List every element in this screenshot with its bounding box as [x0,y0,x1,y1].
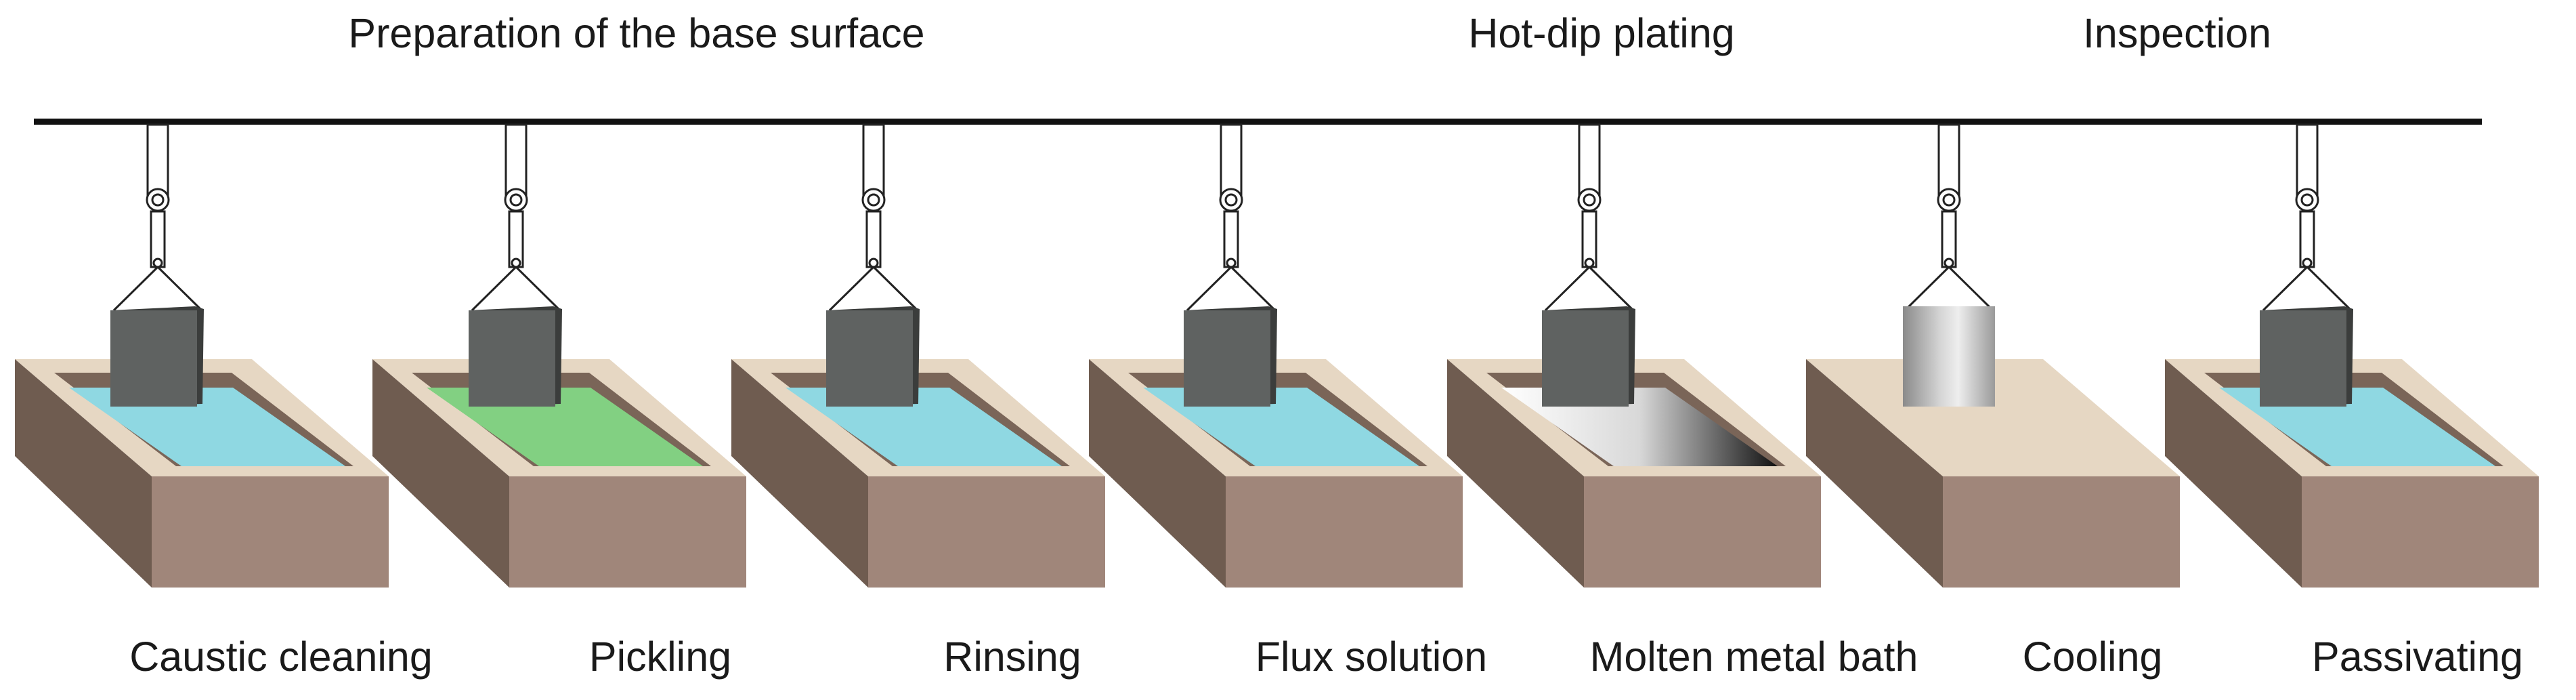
liquid-surface [69,388,345,466]
step-label-pickling: Pickling [589,634,731,680]
tank-front [152,476,389,588]
hanger-ring-inner [867,193,880,207]
hanger-ring-inner [1583,193,1596,207]
station-flux [1089,123,1463,588]
overhead-rail [34,119,2482,125]
workpiece-body [110,310,197,407]
hanger-cooling [1904,123,1994,312]
process-stations [15,123,2539,588]
workpiece-body [2260,310,2346,407]
phase-preparation-label: Preparation of the base surface [348,10,924,56]
workpiece-body [469,310,555,407]
hanger-ring-inner [2300,193,2314,207]
tank-side [731,359,868,588]
hanger-wire-left [2262,266,2309,312]
hanger-wire-right [156,266,203,312]
station-pickling [372,123,746,588]
hanger-rod-upper [862,123,885,197]
step-label-caustic: Caustic cleaning [129,634,433,680]
workpiece-galvanized-body [1903,306,1995,407]
hanger-pivot [868,258,879,268]
hanger-caustic [112,123,203,312]
station-cooling [1806,123,2180,588]
hanger-rod-upper [1937,123,1960,197]
tank-front [2302,476,2539,588]
hanger-pickling [471,123,561,312]
hanger-rod-upper [146,123,169,197]
hanger-wire-right [1588,266,1635,312]
hanger-wire-right [872,266,919,312]
hanger-pivot [511,258,521,268]
phase-inspection-label: Inspection [2083,10,2271,56]
workpiece-rinsing [826,306,920,407]
hanger-rod-upper [1220,123,1243,197]
tank-front [868,476,1105,588]
workpiece-body [826,310,913,407]
hanger-molten [1544,123,1635,312]
tank-front [1584,476,1821,588]
workpiece-body [1184,310,1270,407]
step-label-molten: Molten metal bath [1590,634,1918,680]
hanger-ring-inner [1942,193,1956,207]
tank-front [1226,476,1463,588]
liquid-surface [2219,388,2495,466]
liquid-surface [786,388,1062,466]
hanger-wire-left [1186,266,1232,312]
workpiece-cooling [1903,306,1995,407]
hanger-pivot [1226,258,1237,268]
station-molten [1447,123,1821,588]
hanger-wire-left [828,266,875,312]
hanger-wire-left [1904,266,1950,312]
hanger-wire-right [2306,266,2353,312]
phase-hotdip-label: Hot-dip plating [1468,10,1734,56]
hanger-rod-upper [505,123,528,197]
step-label-passivating: Passivating [2312,634,2523,680]
tank-side [15,359,152,588]
hanger-passivating [2262,123,2353,312]
tank-side [2165,359,2302,588]
station-caustic [15,123,389,588]
hanger-ring-inner [151,193,165,207]
hanger-pivot [2302,258,2313,268]
step-label-cooling: Cooling [2023,634,2163,680]
workpiece-flux [1184,306,1277,407]
hanger-pivot [152,258,163,268]
liquid-surface [1143,388,1419,466]
hanger-ring-inner [1224,193,1238,207]
workpiece-passivating [2260,306,2353,407]
tank-rim [1806,359,2180,476]
hanger-wire-right [515,266,561,312]
hanger-wire-right [1230,266,1276,312]
molten-metal-surface [1501,388,1778,466]
hanger-pivot [1944,258,1954,268]
station-rinsing [731,123,1105,588]
station-passivating [2165,123,2539,588]
workpiece-caustic [110,306,204,407]
hanger-wire-left [1544,266,1591,312]
tank-cooling [1806,359,2180,588]
hanger-wire-left [112,266,159,312]
hanger-wire-right [1948,266,1994,312]
liquid-surface [427,388,703,466]
workpiece-pickling [469,306,562,407]
tank-front [509,476,746,588]
hanger-rod-upper [2296,123,2319,197]
hanger-pivot [1584,258,1595,268]
workpiece-body [1542,310,1629,407]
step-label-rinsing: Rinsing [943,634,1081,680]
tank-side [1447,359,1584,588]
hanger-rinsing [828,123,919,312]
tank-front [1943,476,2180,588]
hanger-wire-left [471,266,517,312]
step-label-flux: Flux solution [1255,634,1487,680]
hanger-rod-upper [1578,123,1601,197]
hanger-ring-inner [509,193,523,207]
tank-side [1806,359,1943,588]
workpiece-molten [1542,306,1635,407]
tank-side [1089,359,1226,588]
hanger-flux [1186,123,1276,312]
tank-side [372,359,509,588]
